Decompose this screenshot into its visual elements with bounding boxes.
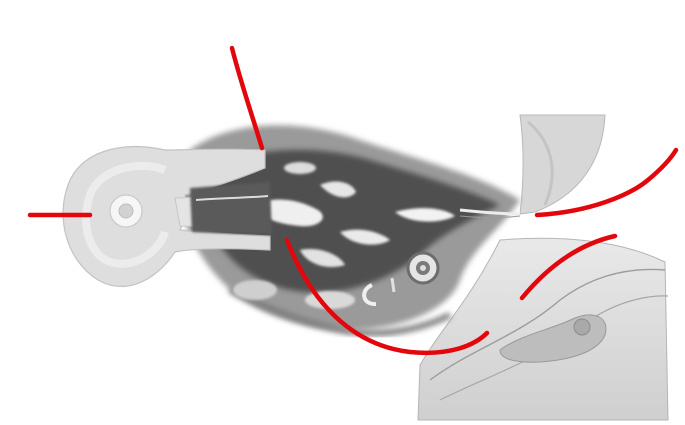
dark-junction-block bbox=[190, 182, 272, 235]
upper-right-membrane bbox=[520, 115, 605, 214]
